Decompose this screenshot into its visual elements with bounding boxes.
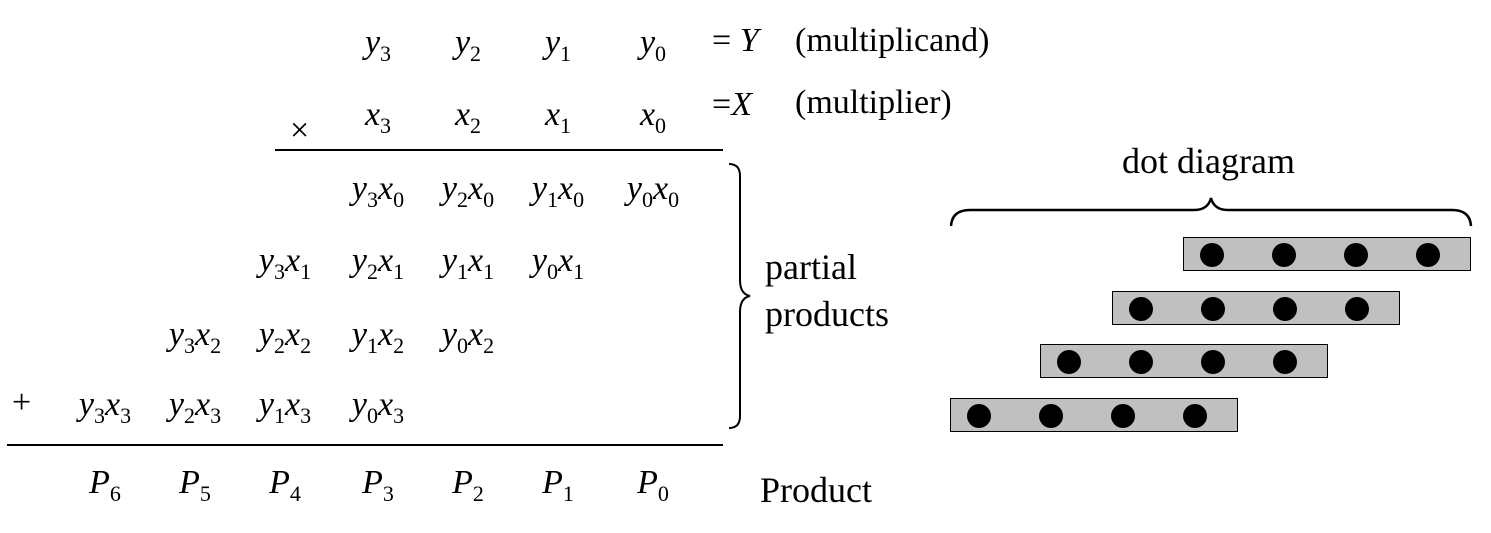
multiplicand-digit: y1: [544, 24, 572, 66]
multiplicand-label: (multiplicand): [795, 22, 990, 59]
partial-products-label-line2: products: [765, 294, 889, 334]
partial-product-term: y0x2: [441, 316, 495, 358]
multiplicand-symbol: Y: [739, 22, 759, 59]
dot: [967, 404, 991, 428]
dot: [1039, 404, 1063, 428]
dot: [1344, 243, 1368, 267]
dot: [1345, 297, 1369, 321]
multiplicand-digit: y0: [639, 24, 667, 66]
partial-product-term: y2x0: [441, 170, 495, 212]
partial-product-term: y1x2: [351, 316, 405, 358]
multiplier-digit: x2: [454, 96, 482, 138]
product-digit: P1: [542, 464, 574, 506]
product-label: Product: [760, 470, 872, 510]
times-sign: ×: [290, 112, 310, 149]
dot: [1416, 243, 1440, 267]
product-rule: [7, 444, 723, 446]
dot: [1129, 350, 1153, 374]
dot: [1129, 297, 1153, 321]
dot: [1057, 350, 1081, 374]
partial-product-term: y3x3: [78, 386, 132, 428]
partial-product-term: y1x3: [258, 386, 312, 428]
multiplicand-equals: =: [712, 22, 740, 59]
dot-diagram-brace: [949, 197, 1473, 227]
multiplier-digit: x3: [364, 96, 392, 138]
partial-products-brace: [728, 163, 751, 429]
multiplier-label: (multiplier): [795, 84, 952, 121]
multiplicand-equation: = Y: [712, 24, 759, 58]
plus-sign: +: [12, 384, 32, 421]
dot: [1201, 297, 1225, 321]
partial-product-term: y2x2: [258, 316, 312, 358]
product-digit: P6: [89, 464, 121, 506]
product-digit: P0: [637, 464, 669, 506]
product-digit: P3: [362, 464, 394, 506]
operand-rule: [275, 149, 723, 151]
multiplier-digit: x0: [639, 96, 667, 138]
dot: [1183, 404, 1207, 428]
product-digit: P4: [269, 464, 301, 506]
multiplier-digit: x1: [544, 96, 572, 138]
partial-product-term: y2x3: [168, 386, 222, 428]
partial-product-term: y0x0: [626, 170, 680, 212]
product-digit: P2: [452, 464, 484, 506]
dot: [1200, 243, 1224, 267]
partial-product-term: y3x0: [351, 170, 405, 212]
product-digit: P5: [179, 464, 211, 506]
partial-products-label-line1: partial: [765, 247, 857, 287]
partial-product-term: y3x2: [168, 316, 222, 358]
multiplicand-digit: y3: [364, 24, 392, 66]
dot: [1273, 297, 1297, 321]
partial-product-term: y3x1: [258, 242, 312, 284]
dot: [1111, 404, 1135, 428]
partial-product-term: y2x1: [351, 242, 405, 284]
multiplier-equals: =: [712, 86, 732, 123]
dot: [1273, 350, 1297, 374]
dot-row: [1112, 291, 1400, 325]
dot-diagram-label: dot diagram: [1122, 141, 1295, 181]
partial-product-term: y1x0: [531, 170, 585, 212]
partial-product-term: y0x3: [351, 386, 405, 428]
dot-row: [1183, 237, 1471, 271]
partial-product-term: y0x1: [531, 242, 585, 284]
multiplier-symbol: X: [731, 86, 752, 123]
dot: [1272, 243, 1296, 267]
dot-row: [1040, 344, 1328, 378]
dot-row: [950, 398, 1238, 432]
dot: [1201, 350, 1225, 374]
multiplicand-digit: y2: [454, 24, 482, 66]
multiplier-equation: =X: [712, 88, 752, 122]
partial-product-term: y1x1: [441, 242, 495, 284]
